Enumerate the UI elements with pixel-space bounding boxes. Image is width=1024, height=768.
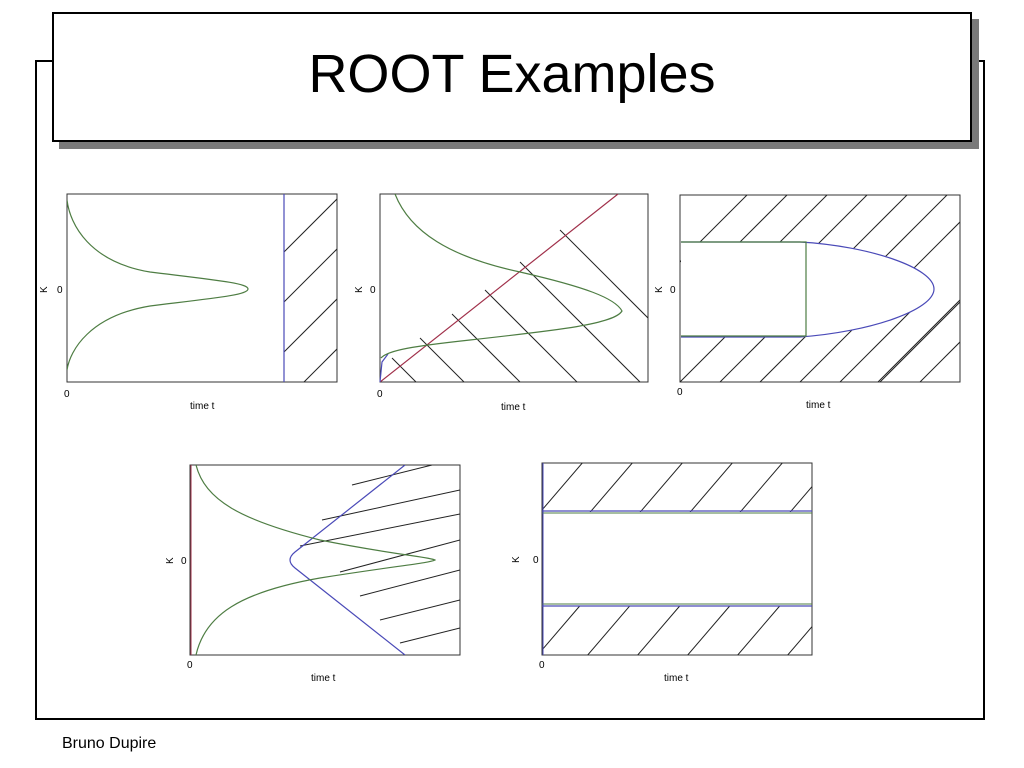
plot-1-frame bbox=[66, 193, 338, 383]
slide-title: ROOT Examples bbox=[308, 44, 716, 104]
plot-3-x-tick: 0 bbox=[677, 387, 683, 398]
plot-3-xlabel: time t bbox=[806, 400, 831, 411]
plot-3-frame bbox=[679, 194, 961, 383]
plot-1-ylabel: K bbox=[39, 286, 50, 293]
plot-4-hatch bbox=[299, 465, 460, 644]
title-box: ROOT Examples bbox=[52, 12, 972, 142]
plot-3-y-tick: 0 bbox=[670, 285, 676, 296]
plot-2: 0 0 time t K bbox=[354, 193, 649, 413]
plot-1-xlabel: time t bbox=[190, 401, 215, 412]
plot-1-density-curve bbox=[67, 199, 249, 371]
plot-2-x-tick: 0 bbox=[377, 389, 383, 400]
plot-1-hatch bbox=[283, 198, 337, 382]
plot-2-ylabel: K bbox=[354, 286, 365, 293]
plot-2-hatch bbox=[391, 229, 648, 382]
slide-frame bbox=[35, 60, 985, 720]
slide-footer: Bruno Dupire bbox=[62, 735, 157, 752]
plot-5-frame bbox=[541, 462, 813, 656]
plot-2-boundary-start bbox=[379, 353, 389, 383]
plot-4-xlabel: time t bbox=[311, 673, 336, 684]
plot-4-boundary bbox=[289, 465, 406, 655]
plot-5: 0 0 time t K bbox=[511, 462, 813, 684]
plot-1: 0 0 time t K bbox=[39, 193, 338, 412]
plot-2-xlabel: time t bbox=[501, 402, 526, 413]
plot-3-inner-region bbox=[681, 242, 934, 337]
plot-5-y-tick: 0 bbox=[533, 555, 539, 566]
plot-4: 0 0 time t K bbox=[165, 464, 461, 684]
plot-2-boundary bbox=[380, 194, 619, 382]
plot-1-y-tick: 0 bbox=[57, 285, 63, 296]
plot-5-x-tick: 0 bbox=[539, 660, 545, 671]
plot-5-ylabel: K bbox=[511, 556, 522, 563]
plot-3-rect-curve bbox=[681, 241, 807, 337]
plot-3-ylabel: K bbox=[654, 286, 665, 293]
plot-4-density-curve bbox=[195, 465, 437, 655]
plot-1-x-tick: 0 bbox=[64, 389, 70, 400]
plot-5-inner-region bbox=[543, 512, 811, 606]
plot-4-frame bbox=[189, 464, 461, 656]
plot-4-y-tick: 0 bbox=[181, 556, 187, 567]
plot-3-boundary bbox=[681, 241, 935, 338]
plot-5-xlabel: time t bbox=[664, 673, 689, 684]
plot-4-ylabel: K bbox=[165, 557, 176, 564]
plot-4-x-tick: 0 bbox=[187, 660, 193, 671]
plot-3: 0 0 time t K bbox=[654, 194, 961, 411]
plot-2-frame bbox=[379, 193, 649, 383]
plot-2-y-tick: 0 bbox=[370, 285, 376, 296]
plot-2-density-curve bbox=[380, 194, 623, 359]
